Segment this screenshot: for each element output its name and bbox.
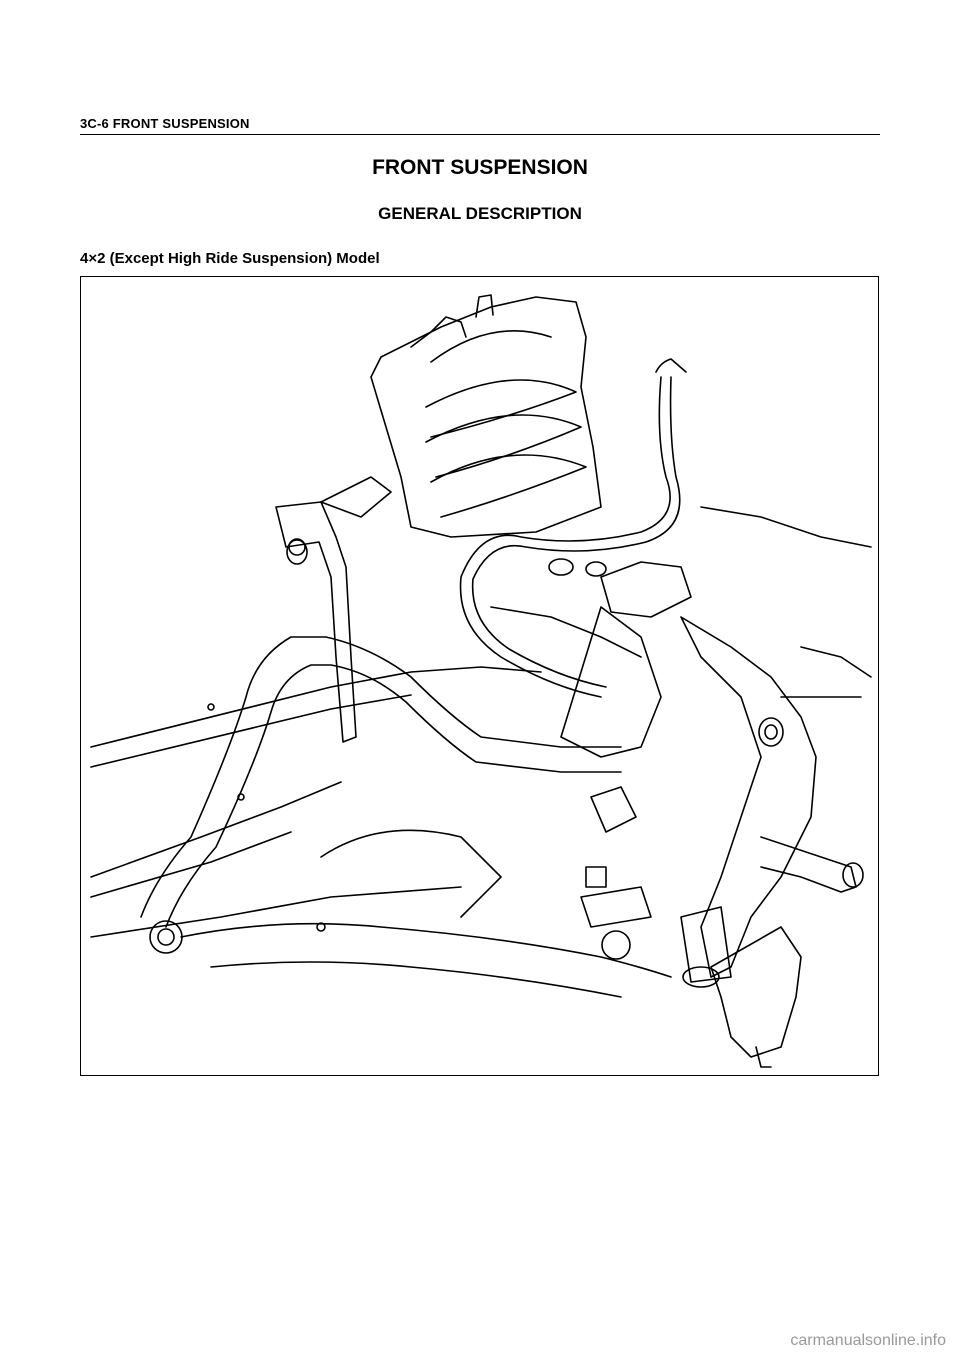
section-subtitle: GENERAL DESCRIPTION xyxy=(378,204,582,223)
page-header: 3C-6 FRONT SUSPENSION xyxy=(80,116,880,135)
suspension-illustration xyxy=(80,276,879,1076)
cross-member xyxy=(700,506,872,698)
coil-spring xyxy=(370,294,602,538)
suspension-drawing xyxy=(90,294,872,1068)
steering-knuckle xyxy=(680,616,864,978)
mount-bracket xyxy=(275,476,392,743)
section-label: 3C-6 FRONT SUSPENSION xyxy=(80,116,250,131)
model-heading: 4×2 (Except High Ride Suspension) Model xyxy=(80,250,380,267)
upper-control-arm xyxy=(490,558,692,758)
stabilizer-bar xyxy=(140,636,622,954)
brake-hose xyxy=(459,358,687,698)
lower-control-arm xyxy=(180,829,672,998)
ball-joint xyxy=(580,786,732,988)
tie-rod-end xyxy=(710,926,802,1068)
frame-rail xyxy=(90,666,542,938)
watermark: carmanualsonline.info xyxy=(790,1332,946,1349)
page-title: FRONT SUSPENSION xyxy=(372,156,588,179)
